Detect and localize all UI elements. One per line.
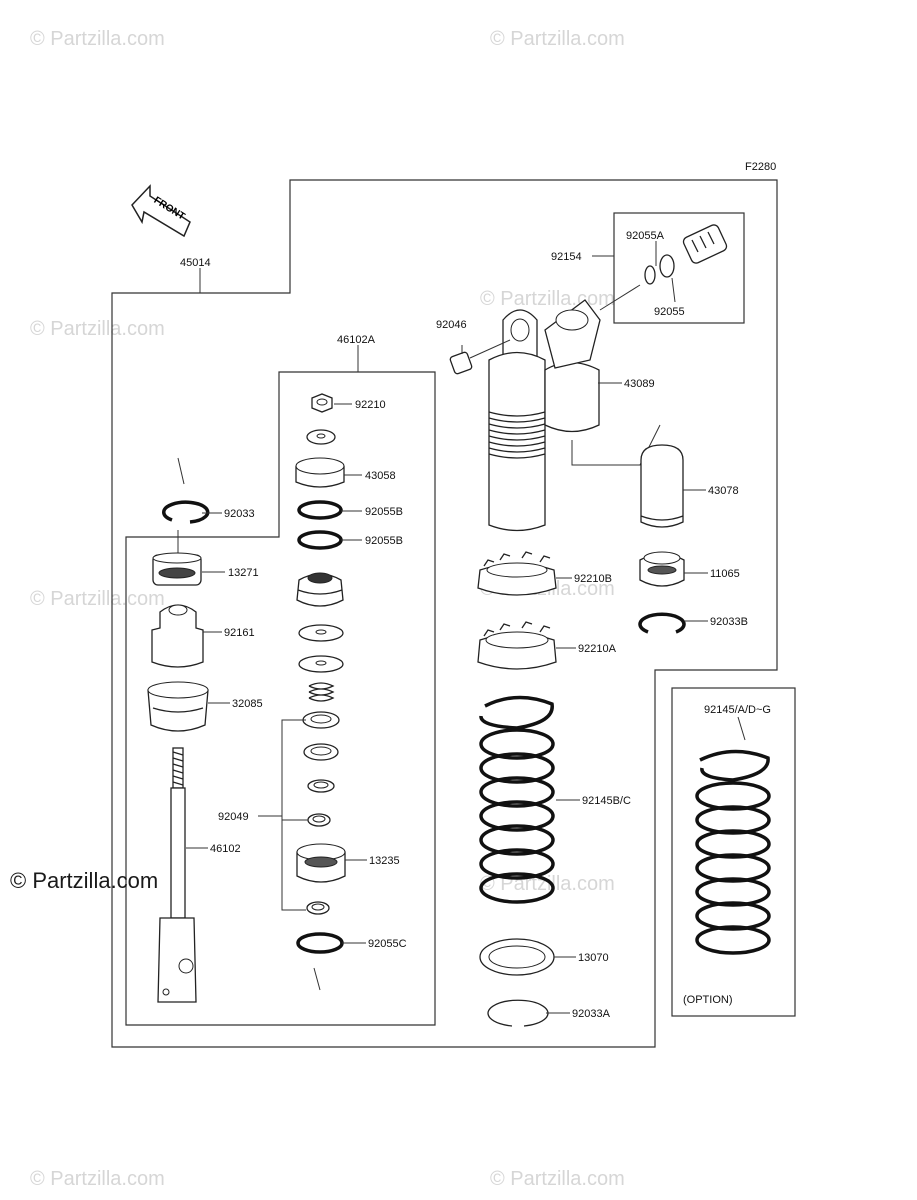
label-92161: 92161 [224, 627, 255, 639]
part-92055C-oring [296, 932, 344, 954]
label-92154: 92154 [551, 251, 582, 263]
part-43078-reservoir-cover [571, 424, 706, 528]
part-92055B-oring [297, 500, 343, 520]
part-small-bushing [306, 901, 330, 915]
label-32085: 32085 [232, 698, 263, 710]
label-13235: 13235 [369, 855, 400, 867]
part-92033-circlip [162, 457, 222, 524]
part-small-spring [308, 682, 335, 702]
label-43078: 43078 [708, 485, 739, 497]
option-frame [671, 687, 796, 1017]
watermark: © Partzilla.com [490, 28, 625, 50]
label-92055B-1: 92055B [365, 506, 403, 518]
front-arrow-icon: FRONT [131, 184, 191, 238]
part-92033B-circlip [638, 612, 686, 634]
part-43089-shock-body [488, 299, 622, 532]
part-92210B-ring-nut [477, 551, 572, 596]
part-92046-bearing [449, 339, 511, 375]
label-92210B: 92210B [574, 573, 612, 585]
brand-watermark: © Partzilla.com [10, 868, 159, 893]
label-92145BC: 92145B/C [582, 795, 631, 807]
part-11065-cap [639, 551, 708, 587]
label-46102A: 46102A [337, 334, 376, 346]
label-92210A: 92210A [578, 643, 617, 655]
part-seat-stack [302, 711, 340, 827]
part-92145-option-spring [695, 749, 771, 955]
label-92145ADG: 92145/A/D~G [704, 704, 771, 716]
subassembly-frame-92154 [613, 212, 745, 324]
watermarks: © Partzilla.com © Partzilla.com © Partzi… [30, 28, 625, 1190]
watermark: © Partzilla.com [30, 588, 165, 610]
part-13070-spring-guide [479, 938, 576, 976]
label-92055: 92055 [654, 306, 685, 318]
assembly-frame-45014 [111, 179, 778, 1048]
part-46102-piston-rod [157, 747, 208, 1003]
part-13271-cap [152, 530, 225, 586]
label-92033: 92033 [224, 508, 255, 520]
watermark: © Partzilla.com [490, 1168, 625, 1190]
part-92055A-oring [644, 265, 656, 285]
part-92161-bump-rubber [151, 604, 222, 668]
part-washer-top [306, 429, 336, 445]
label-92055C: 92055C [368, 938, 407, 950]
watermark: © Partzilla.com [30, 318, 165, 340]
part-32085-cover [147, 681, 230, 732]
part-92210-nut [311, 393, 352, 413]
part-piston-assembly [296, 572, 344, 607]
watermark: © Partzilla.com [30, 28, 165, 50]
label-92055A: 92055A [626, 230, 665, 242]
label-92046: 92046 [436, 319, 467, 331]
watermark: © Partzilla.com [30, 1168, 165, 1190]
label-92210: 92210 [355, 399, 386, 411]
figure-code: F2280 [745, 161, 776, 173]
label-13070: 13070 [578, 952, 609, 964]
subassembly-frame-46102A [125, 371, 436, 1026]
part-92154-adjuster [599, 224, 728, 311]
part-92055B-oring [297, 530, 343, 550]
label-92033A: 92033A [572, 1008, 611, 1020]
label-46102: 46102 [210, 843, 241, 855]
part-43058-collar [295, 457, 362, 488]
label-92033B: 92033B [710, 616, 748, 628]
label-45014: 45014 [180, 257, 211, 269]
part-92033A-circlip [487, 999, 549, 1027]
part-92055-oring [659, 254, 675, 278]
label-92049: 92049 [218, 811, 249, 823]
label-13271: 13271 [228, 567, 259, 579]
watermark: © Partzilla.com [480, 288, 615, 310]
part-92210A-ring-nut [477, 621, 576, 670]
part-13235-seal-head [296, 843, 367, 883]
label-11065: 11065 [710, 568, 740, 580]
label-43058: 43058 [365, 470, 396, 482]
label-92055B-2: 92055B [365, 535, 403, 547]
label-43089: 43089 [624, 378, 655, 390]
option-label: (OPTION) [683, 994, 733, 1006]
part-shim-stack [298, 624, 344, 673]
part-92145BC-spring [479, 695, 580, 904]
